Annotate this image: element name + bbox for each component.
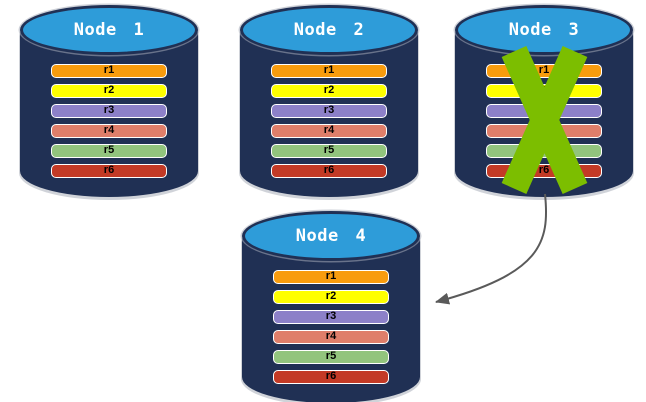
record-bar-r3: r3 bbox=[273, 310, 389, 324]
record-bar-r4: r4 bbox=[271, 124, 387, 138]
node-title: Node 3 bbox=[508, 20, 580, 40]
record-list: r1 r2 r3 r4 r5 r6 bbox=[271, 64, 387, 184]
record-bar-r5: r5 bbox=[273, 350, 389, 364]
failure-x-icon bbox=[491, 45, 597, 195]
record-bar-r4: r4 bbox=[51, 124, 167, 138]
record-bar-r6: r6 bbox=[271, 164, 387, 178]
record-bar-r2: r2 bbox=[271, 84, 387, 98]
record-list: r1 r2 r3 r4 r5 r6 bbox=[273, 270, 389, 390]
record-bar-r2: r2 bbox=[51, 84, 167, 98]
cylinder-top: Node 3 bbox=[455, 5, 633, 55]
record-bar-r1: r1 bbox=[51, 64, 167, 78]
cylinder-top: Node 2 bbox=[240, 5, 418, 55]
record-bar-r4: r4 bbox=[273, 330, 389, 344]
record-bar-r3: r3 bbox=[51, 104, 167, 118]
record-list: r1 r2 r3 r4 r5 r6 bbox=[51, 64, 167, 184]
record-bar-r2: r2 bbox=[273, 290, 389, 304]
record-bar-r6: r6 bbox=[273, 370, 389, 384]
cylinder-top: Node 4 bbox=[242, 211, 420, 261]
record-bar-r5: r5 bbox=[271, 144, 387, 158]
node-4-cylinder: Node 4 r1 r2 r3 r4 r5 r6 bbox=[242, 211, 420, 402]
record-bar-r6: r6 bbox=[51, 164, 167, 178]
arrow-curve bbox=[435, 193, 548, 305]
node-title: Node 2 bbox=[293, 20, 365, 40]
record-bar-r3: r3 bbox=[271, 104, 387, 118]
node-title: Node 1 bbox=[73, 20, 145, 40]
cylinder-top: Node 1 bbox=[20, 5, 198, 55]
record-bar-r1: r1 bbox=[273, 270, 389, 284]
record-bar-r5: r5 bbox=[51, 144, 167, 158]
node-2-cylinder: Node 2 r1 r2 r3 r4 r5 r6 bbox=[240, 5, 418, 197]
node-1-cylinder: Node 1 r1 r2 r3 r4 r5 r6 bbox=[20, 5, 198, 197]
node-title: Node 4 bbox=[295, 226, 367, 246]
record-bar-r1: r1 bbox=[271, 64, 387, 78]
